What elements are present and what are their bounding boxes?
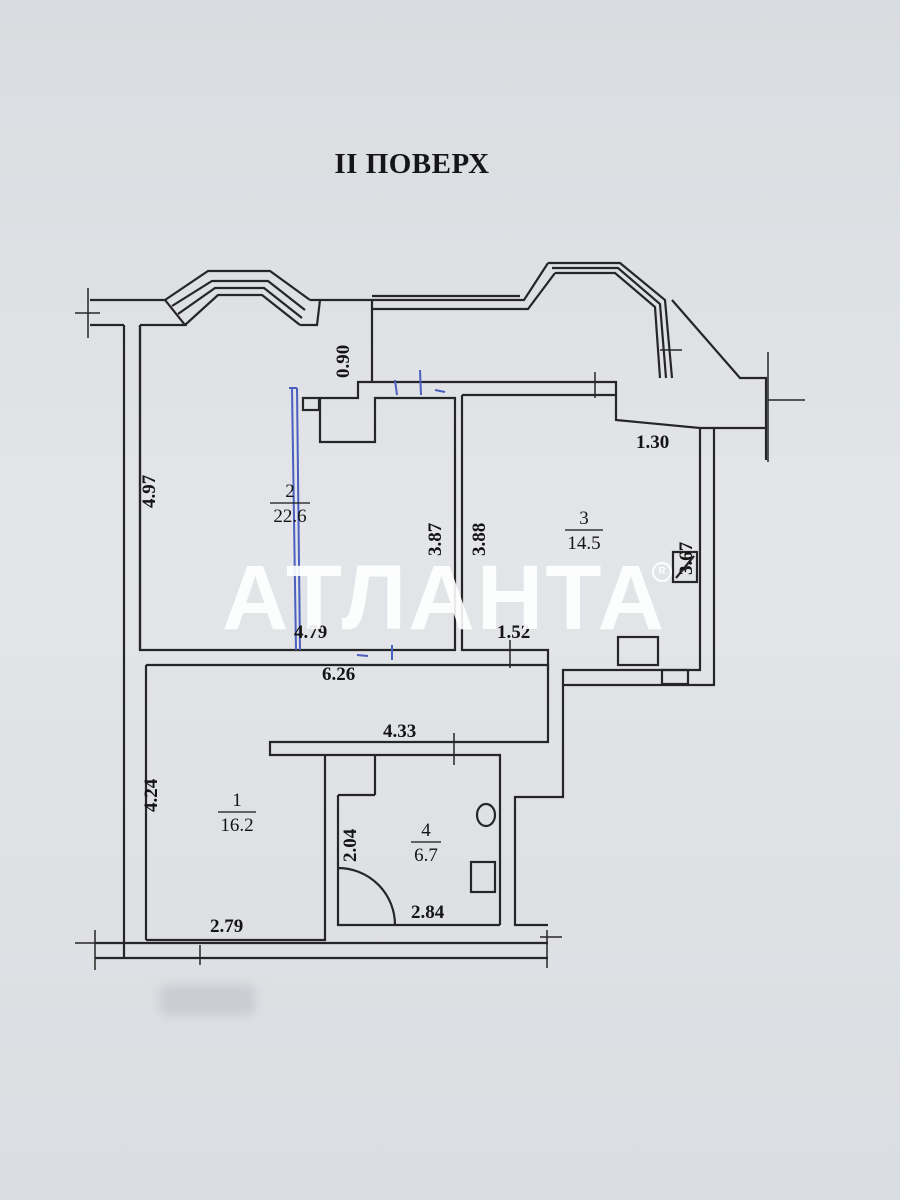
- dim-3-88: 3.88: [469, 523, 490, 556]
- boiler: [671, 550, 699, 584]
- svg-text:22.6: 22.6: [273, 506, 306, 527]
- blurred-stamp: [160, 985, 255, 1015]
- svg-text:14.5: 14.5: [567, 533, 600, 554]
- wall-balcony: [372, 380, 766, 430]
- svg-text:3: 3: [579, 508, 589, 529]
- floor-title: II ПОВЕРХ: [334, 148, 490, 180]
- dim-3-67: 3.67: [676, 541, 697, 575]
- svg-text:16.2: 16.2: [220, 815, 253, 836]
- toilet: [475, 802, 497, 828]
- room3-walls: [460, 395, 550, 670]
- bay-window-right: [548, 261, 674, 379]
- window-top: [372, 262, 556, 311]
- sink: [469, 860, 497, 894]
- svg-text:2: 2: [285, 481, 295, 502]
- wall-top-middle: [300, 298, 374, 382]
- room-3-label: 3 14.5: [565, 508, 603, 554]
- wall-top-left: [90, 298, 188, 327]
- dim-4-79: 4.79: [294, 622, 327, 643]
- dim-0-90: 0.90: [333, 345, 354, 378]
- door-swing: [337, 866, 397, 926]
- dim-2-79: 2.79: [210, 916, 243, 937]
- dim-1-30: 1.30: [636, 432, 669, 453]
- bay-window-left: [164, 269, 311, 326]
- stove: [616, 635, 660, 667]
- registered-mark-icon: R: [652, 562, 672, 582]
- room-1-label: 1 16.2: [218, 790, 256, 836]
- svg-text:1: 1: [232, 790, 242, 811]
- dim-4-97: 4.97: [139, 474, 160, 508]
- outer-wall-left: [122, 325, 148, 943]
- dim-2-04: 2.04: [340, 828, 361, 862]
- svg-text:4: 4: [421, 820, 431, 841]
- dim-3-87: 3.87: [425, 522, 446, 556]
- room-4-label: 4 6.7: [411, 820, 441, 866]
- dim-4-33: 4.33: [383, 721, 416, 742]
- corridor-walls: [146, 663, 565, 942]
- balcony-edge: [671, 299, 768, 460]
- svg-text:6.7: 6.7: [414, 845, 438, 866]
- room-2-label: 2 22.6: [270, 481, 310, 527]
- dim-6-26: 6.26: [322, 664, 355, 685]
- radiator: [660, 668, 690, 686]
- dim-4-24: 4.24: [141, 778, 162, 812]
- watermark-logo: АТЛАНТА: [222, 547, 667, 649]
- wall-right: [561, 428, 716, 687]
- dim-1-52: 1.52: [497, 622, 530, 643]
- wall-bottom: [95, 941, 548, 960]
- dim-2-84: 2.84: [411, 902, 445, 923]
